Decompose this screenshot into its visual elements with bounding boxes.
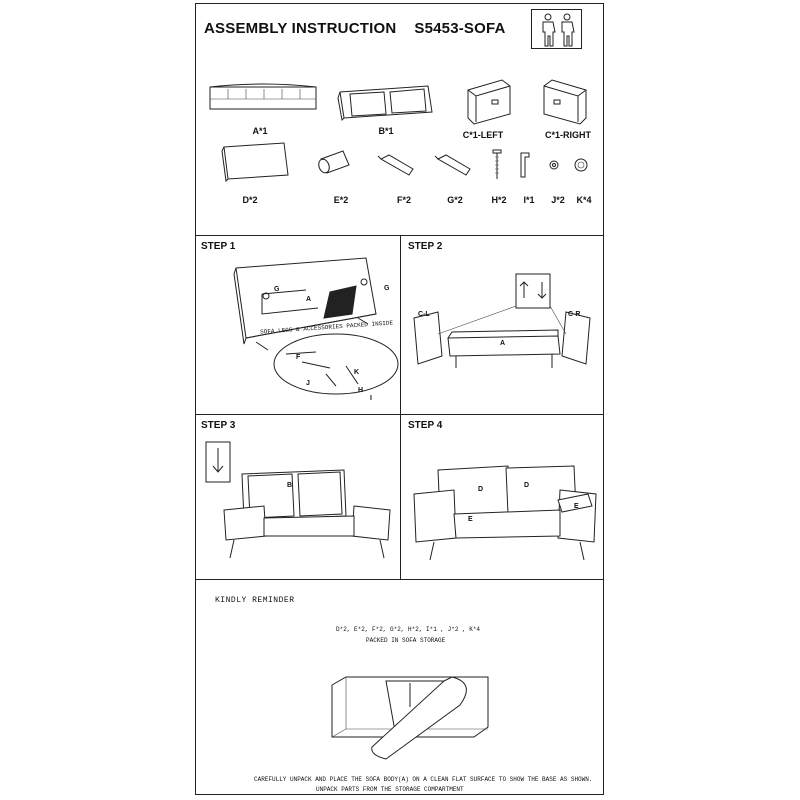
divider-parts-steps [196,235,603,236]
step-4-drawing [413,465,597,561]
step-4-callout-e-right: E [574,503,579,510]
part-label-c-right: C*1-RIGHT [544,130,592,140]
part-c-right-armrest-drawing [543,79,587,125]
part-h-bolt-drawing [492,149,502,179]
part-g-leg-drawing [434,154,471,176]
step-1-callout-j: J [306,380,310,387]
step-2-drawing [413,273,591,368]
part-label-g: G*2 [447,195,463,205]
step-1-title: STEP 1 [201,241,236,252]
step-2-title: STEP 2 [408,241,443,252]
page-title: ASSEMBLY INSTRUCTION S5453-SOFA [204,20,524,37]
step-1-callout-i: I [370,395,372,402]
part-label-j: J*2 [551,195,565,205]
part-label-a: A*1 [252,126,268,136]
divider-steps-row [196,414,603,415]
divider-steps-column [400,235,401,579]
part-b-backrest-drawing [337,85,433,122]
part-label-k: K*4 [576,195,592,205]
reminder-instruction-1: CAREFULLY UNPACK AND PLACE THE SOFA BODY… [254,776,593,783]
part-f-leg-drawing [377,154,414,176]
reminder-packed-line: PACKED IN SOFA STORAGE [366,637,446,644]
divider-reminder [196,579,603,580]
part-label-e: E*2 [333,195,349,205]
part-e-bolster-pillow-drawing [318,150,350,174]
part-d-back-cushion-drawing [221,142,289,183]
step-1-callout-g-left: G [274,286,280,293]
title-text: ASSEMBLY INSTRUCTION [204,20,397,37]
part-label-i: I*1 [523,195,535,205]
reminder-unpack-drawing [331,676,489,760]
people-figures-icon [542,13,575,47]
model-number: S5453-SOFA [414,20,506,37]
reminder-title: KINDLY REMINDER [215,596,295,605]
step-4-callout-d-right: D [524,482,530,489]
part-i-allen-key-drawing [520,152,530,178]
step-3-drawing [205,441,391,559]
step-1-callout-a: A [306,296,312,303]
part-a-seat-drawing [209,83,317,110]
step-2-callout-a: A [500,340,506,347]
step-1-drawing [233,257,399,395]
part-label-d: D*2 [242,195,258,205]
part-label-h: H*2 [491,195,507,205]
part-j-washer-drawing [549,160,559,170]
step-3-title: STEP 3 [201,420,236,431]
step-1-callout-h: H [358,387,364,394]
step-4-callout-e-left: E [468,516,473,523]
reminder-parts-line: D*2, E*2, F*2, G*2, H*2, I*1 , J*2 , K*4 [336,626,481,633]
reminder-instruction-2: UNPACK PARTS FROM THE STORAGE COMPARTMEN… [316,786,464,793]
step-1-callout-f: F [296,354,301,361]
part-c-left-armrest-drawing [467,79,511,125]
step-2-callout-c-right: C-R [568,311,581,318]
step-1-callout-k: K [354,369,360,376]
step-2-callout-c-left: C-L [418,311,430,318]
part-label-f: F*2 [396,195,412,205]
step-1-callout-g-right: G [384,285,390,292]
part-k-glide-drawing [574,158,588,172]
instruction-sheet: ASSEMBLY INSTRUCTION S5453-SOFA A*1 B*1 C… [195,3,604,795]
step-4-callout-d-left: D [478,486,484,493]
part-label-c-left: C*1-LEFT [462,130,504,140]
step-4-title: STEP 4 [408,420,443,431]
step-3-callout-b: B [287,482,293,489]
part-label-b: B*1 [378,126,394,136]
two-person-icon [531,9,582,49]
